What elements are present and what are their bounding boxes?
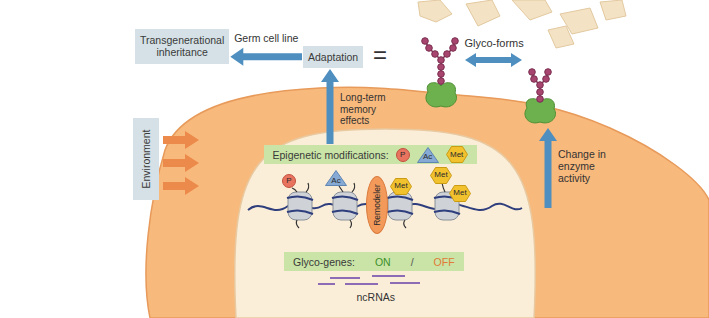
node-text: / — [411, 256, 414, 268]
node-text: P — [400, 151, 405, 159]
glycan-residue — [529, 69, 536, 76]
glycan-residue — [426, 45, 433, 52]
glycan-residue — [438, 64, 445, 71]
glyco-forms-label: Glyco-forms — [465, 37, 524, 50]
process-box: Adaptation — [303, 46, 363, 69]
node-text: Remodeler — [372, 184, 382, 226]
glycan-residue — [543, 76, 550, 83]
double-arrow — [465, 53, 522, 67]
glycan-residue — [531, 76, 538, 83]
lectin-fragment — [466, 0, 500, 26]
lectin-fragment — [512, 0, 552, 20]
acetyl-mark: Ac — [417, 147, 439, 163]
dna-wrap — [332, 196, 358, 214]
node-text: P — [286, 177, 291, 185]
fat-arrow — [321, 69, 339, 144]
environment-box: Environment — [133, 118, 159, 200]
epigenetic-band: Epigenetic modifications: P Ac Met — [264, 145, 477, 164]
methyl-mark: Met — [446, 146, 468, 163]
environment-arrow — [163, 131, 199, 149]
node-text: Met — [434, 171, 447, 179]
methyl-mark: Met — [430, 167, 452, 184]
triangle — [326, 171, 347, 186]
enzyme-label: Change in enzyme activity — [558, 148, 616, 184]
glycan-residue — [438, 57, 445, 64]
nucleosome — [288, 192, 312, 220]
process-box: Transgenerational inheritance — [135, 29, 229, 64]
remodeler-ellipse: Remodeler — [366, 176, 388, 234]
nucleus-outline — [235, 129, 536, 318]
glycan-residue — [438, 71, 445, 78]
dna-wrap — [287, 196, 313, 214]
methyl-mark: Met — [449, 185, 471, 202]
lectin-fragment — [548, 26, 574, 48]
glyco-genes-band: Glyco-genes: ON / OFF — [284, 252, 464, 271]
glycan-residue — [537, 96, 544, 103]
ncrna-label: ncRNAs — [357, 291, 396, 303]
glycan-residue — [537, 82, 544, 89]
node-text: ON — [375, 256, 391, 268]
lectin-fragment — [418, 0, 452, 22]
acetyl-mark: Ac — [325, 170, 347, 186]
membrane-protein — [426, 83, 457, 107]
ncrna-strand — [318, 276, 420, 284]
node-text: Epigenetic modifications: — [273, 149, 389, 161]
edge-label: Long-term memory effects — [340, 92, 402, 127]
cell-outline — [146, 87, 709, 318]
equals-sign: = — [373, 41, 387, 69]
edge-label: Germ cell line — [234, 32, 298, 44]
node-text: Glyco-genes: — [293, 256, 355, 268]
glycan-residue — [452, 38, 459, 45]
glycan-residue — [444, 51, 451, 58]
glycan-residue — [545, 69, 552, 76]
hexagon — [431, 167, 452, 183]
hexagon — [446, 147, 467, 163]
hexagon — [450, 185, 471, 201]
glycan-residue — [432, 51, 439, 58]
glycan-residue — [537, 89, 544, 96]
triangle — [417, 147, 438, 162]
node-text: Transgenerational inheritance — [140, 34, 224, 59]
glycan-residue — [422, 38, 429, 45]
glycan-residue — [450, 45, 457, 52]
node-text: Environment — [140, 130, 152, 189]
phospho-mark: P — [396, 148, 410, 162]
hexagon — [391, 178, 412, 194]
glycan-residue — [438, 78, 445, 85]
lectin-fragment — [600, 0, 626, 20]
methyl-mark: Met — [390, 178, 412, 195]
up-arrow — [539, 128, 557, 208]
node-text: Met — [394, 182, 407, 190]
nucleosome — [333, 192, 357, 220]
fat-arrow — [230, 48, 302, 66]
phospho-mark: P — [282, 174, 296, 188]
node-text: Met — [450, 151, 463, 159]
nucleosome — [388, 192, 412, 220]
node-text: OFF — [434, 256, 455, 268]
dna-wrap — [387, 196, 413, 214]
node-text: Ac — [331, 177, 340, 185]
environment-arrow — [163, 177, 199, 195]
environment-arrow — [163, 154, 199, 172]
node-text: Ac — [423, 153, 432, 161]
node-text: Met — [453, 189, 466, 197]
node-text: Adaptation — [308, 51, 358, 63]
